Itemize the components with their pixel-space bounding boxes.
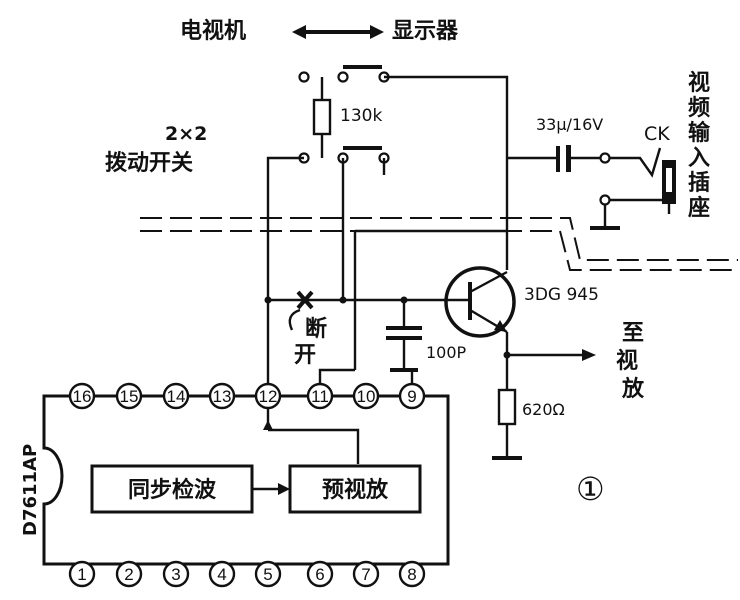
jack-char-1: 视 bbox=[688, 70, 710, 96]
pin-2: 2 bbox=[124, 565, 133, 584]
jack-char-6: 座 bbox=[688, 195, 710, 221]
block-sync-detect: 同步检波 bbox=[90, 464, 254, 514]
board-boundary bbox=[140, 217, 738, 271]
pin-14: 14 bbox=[167, 387, 186, 406]
pin-4: 4 bbox=[217, 565, 226, 584]
block-sync-label: 同步检波 bbox=[128, 477, 217, 503]
pin-8: 8 bbox=[407, 565, 416, 584]
pin-3: 3 bbox=[171, 565, 180, 584]
jack-char-5: 插 bbox=[688, 171, 710, 196]
block-preamp-label: 预视放 bbox=[322, 477, 389, 503]
ic-name-label: D7611AP bbox=[20, 444, 41, 536]
break-note-line2: 开 bbox=[294, 343, 316, 368]
jack-char-2: 频 bbox=[688, 96, 710, 121]
output-label: 至 视 放 bbox=[616, 321, 645, 402]
break-mark bbox=[288, 290, 314, 331]
jack-char-4: 入 bbox=[688, 146, 710, 171]
pin-15: 15 bbox=[120, 387, 139, 406]
ic-top-pins: 16 15 14 13 12 11 10 9 bbox=[68, 382, 426, 410]
switch-name-label: 拨动开关 bbox=[105, 151, 193, 176]
resistor-130k-label: 130k bbox=[340, 106, 382, 126]
output-char-1: 至 bbox=[622, 321, 644, 346]
pin-1: 1 bbox=[77, 565, 86, 584]
pin-11: 11 bbox=[311, 387, 329, 406]
pin-12: 12 bbox=[259, 387, 278, 406]
block-arrow bbox=[252, 483, 290, 495]
double-arrow bbox=[292, 25, 384, 39]
pin-7: 7 bbox=[361, 565, 370, 584]
ic-internal-wire bbox=[263, 408, 360, 464]
capacitor-100p-label: 100P bbox=[426, 343, 467, 362]
ic-bottom-pins: 1 2 3 4 5 6 7 8 bbox=[68, 560, 426, 588]
pin-5: 5 bbox=[263, 565, 272, 584]
pin-6: 6 bbox=[315, 565, 324, 584]
resistor-620 bbox=[492, 388, 522, 460]
capacitor-33uf-label: 33μ/16V bbox=[536, 115, 603, 134]
jack-char-3: 输 bbox=[688, 120, 711, 146]
pin-13: 13 bbox=[213, 387, 232, 406]
output-char-2: 视 bbox=[616, 348, 638, 374]
pin-9: 9 bbox=[407, 387, 416, 406]
output-char-3: 放 bbox=[621, 376, 645, 402]
resistor-620-label: 620Ω bbox=[522, 400, 565, 419]
header-monitor-label: 显示器 bbox=[392, 19, 459, 44]
capacitor-100p bbox=[386, 300, 422, 372]
jack-description: 视 频 输 入 插 座 bbox=[688, 70, 711, 221]
transistor-3dg945 bbox=[444, 266, 516, 338]
switch-spec-label: 2×2 bbox=[165, 123, 207, 145]
resistor-130k bbox=[312, 77, 332, 158]
capacitor-33uf bbox=[507, 145, 611, 172]
block-preamp: 预视放 bbox=[288, 464, 422, 514]
jack-ck-label: CK bbox=[644, 123, 670, 145]
break-note-line1: 断 bbox=[305, 316, 327, 342]
figure-number: ① bbox=[576, 470, 605, 508]
transistor-label: 3DG 945 bbox=[524, 285, 599, 305]
jack-ck bbox=[590, 147, 676, 230]
header-tv-label: 电视机 bbox=[180, 18, 246, 44]
pin-10: 10 bbox=[357, 387, 376, 406]
output-arrow bbox=[507, 349, 596, 361]
pin-16: 16 bbox=[73, 387, 92, 406]
